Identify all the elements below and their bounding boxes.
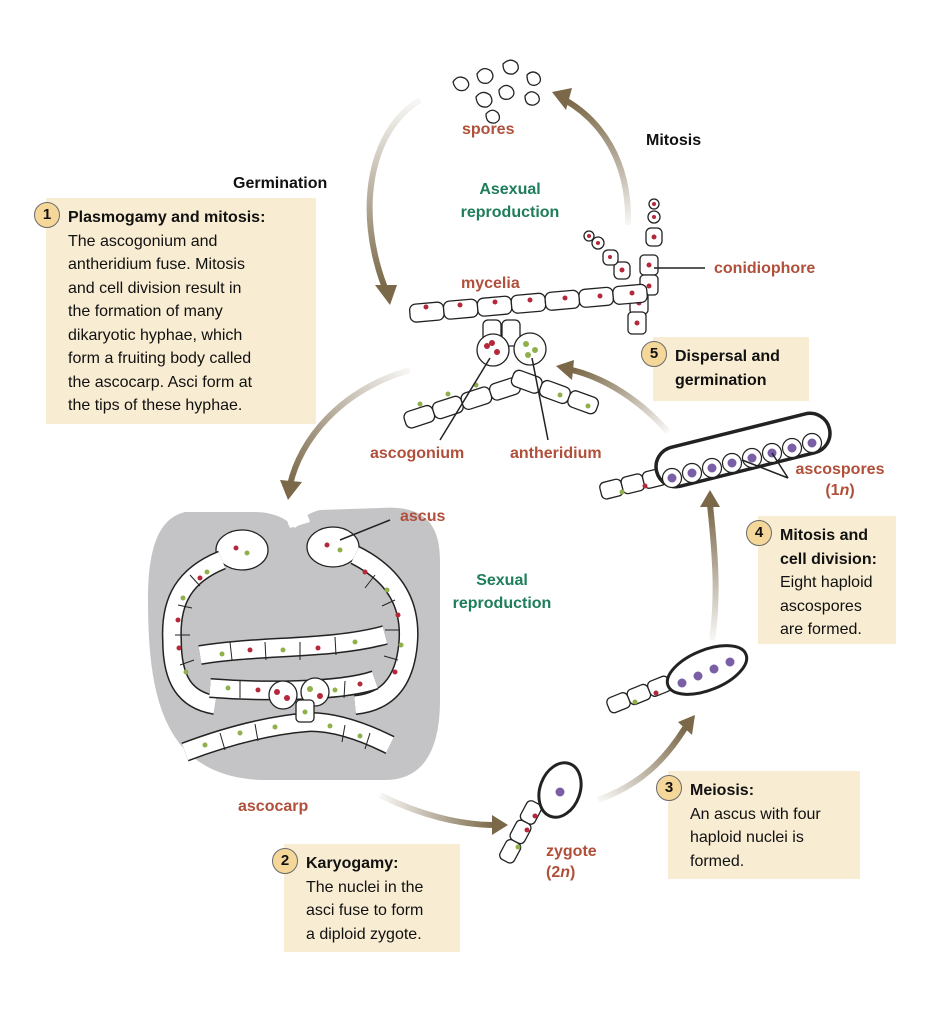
conidiophore-structure xyxy=(583,198,663,335)
ascogonium-cell xyxy=(476,333,510,367)
cycle-arrows xyxy=(280,88,720,835)
antheridium-label: antheridium xyxy=(510,445,602,462)
mycelia-label: mycelia xyxy=(461,275,520,292)
step-2-box: 2 Karyogamy: The nuclei in the asci fuse… xyxy=(272,844,460,952)
step-2-line: The nuclei in the xyxy=(306,878,424,896)
step-1-number: 1 xyxy=(34,202,60,228)
step-4-box: 4 Mitosis and cell division: Eight haplo… xyxy=(746,516,896,644)
step-1-line: dikaryotic hyphae, which xyxy=(68,326,243,344)
asexual-reproduction-label: Asexual reproduction xyxy=(440,178,580,224)
ascogonium-label: ascogonium xyxy=(370,445,465,462)
arrow-to-zygote xyxy=(378,792,496,828)
step-3-box: 3 Meiosis: An ascus with four haploid nu… xyxy=(656,771,860,879)
step-4-title-line: cell division: xyxy=(780,550,877,568)
ascocarp-structure xyxy=(148,507,440,780)
step-1-line: The ascogonium and xyxy=(68,232,218,250)
step-2-line: asci fuse to form xyxy=(306,902,424,919)
step-2-line: a diploid zygote. xyxy=(306,925,422,943)
antheridium-leader xyxy=(531,357,549,441)
step-3-line: haploid nuclei is xyxy=(690,829,804,846)
arrow-to-ascospores-head xyxy=(700,490,720,507)
arrow-dispersal-head xyxy=(556,360,574,380)
step-3-line: formed. xyxy=(690,852,745,870)
step-3-line: An ascus with four xyxy=(690,805,821,823)
ascospores-ploidy-n: n xyxy=(839,482,850,499)
step-1-line: the ascocarp. Asci form at xyxy=(68,373,253,391)
zygote-label-text: zygote xyxy=(546,843,597,860)
step-1-line: and cell division result in xyxy=(68,279,242,297)
step-2-number: 2 xyxy=(272,848,298,874)
arrow-to-meiosis xyxy=(596,726,688,803)
ascospores-label: ascospores (1n) xyxy=(785,459,895,501)
step-1-line: the formation of many xyxy=(68,303,223,320)
step-5-title-line: germination xyxy=(675,371,767,389)
sexual-label-line1: Sexual xyxy=(476,572,528,589)
step-4-number: 4 xyxy=(746,520,772,546)
arrow-dispersal xyxy=(571,367,671,434)
step-3-number: 3 xyxy=(656,775,682,801)
zygote-structure xyxy=(499,761,583,864)
step-5-title-line: Dispersal and xyxy=(675,348,780,365)
step-1-line: antheridium fuse. Mitosis xyxy=(68,256,245,273)
mitosis-label: Mitosis xyxy=(646,132,702,149)
arrow-to-ascocarp xyxy=(287,367,411,486)
step-5-number: 5 xyxy=(641,341,667,367)
zygote-label: zygote (2n) xyxy=(546,841,597,883)
ascogonium-leader xyxy=(439,357,491,441)
zygote-ploidy-close: ) xyxy=(570,864,576,881)
step-4-line: Eight haploid xyxy=(780,574,873,591)
ascus-label: ascus xyxy=(400,508,446,525)
step-2-title: Karyogamy: xyxy=(306,855,399,872)
ascus-left xyxy=(215,529,269,571)
arrow-mitosis-head xyxy=(552,88,572,110)
asexual-label-line1: Asexual xyxy=(479,181,541,198)
conidiophore-label: conidiophore xyxy=(714,260,816,277)
sexual-label-line2: reproduction xyxy=(452,595,552,612)
meiosis-ascus-structure xyxy=(606,644,749,714)
step-4-line: ascospores xyxy=(780,597,862,615)
spores-cluster xyxy=(452,59,542,124)
arrow-to-ascospores xyxy=(707,504,719,641)
ascocarp-label: ascocarp xyxy=(238,798,309,815)
step-1-box: 1 Plasmogamy and mitosis: The ascogonium… xyxy=(34,198,316,424)
arrow-mitosis xyxy=(563,97,632,226)
ascospores-label-text: ascospores xyxy=(795,461,885,478)
step-4-line: are formed. xyxy=(780,621,862,638)
ascus-right xyxy=(306,526,360,568)
zygote-ploidy-open: (2 xyxy=(546,864,561,881)
step-4-title-line: Mitosis and xyxy=(780,527,869,544)
arrow-to-zygote-head xyxy=(492,815,508,835)
sexual-reproduction-label: Sexual reproduction xyxy=(432,569,572,615)
ascospores-leader-2 xyxy=(771,452,789,479)
antheridium-cell xyxy=(513,332,547,366)
ascospores-ploidy-open: (1 xyxy=(825,482,840,499)
ascospores-leader-1 xyxy=(741,459,789,479)
step-1-line: the tips of these hyphae. xyxy=(68,397,243,414)
germination-label: Germination xyxy=(233,175,328,192)
ascus-leader xyxy=(339,519,391,541)
mycelia-structure xyxy=(403,283,648,429)
arrow-germination-head xyxy=(375,285,397,305)
asexual-label-line2: reproduction xyxy=(460,204,560,221)
spores-label: spores xyxy=(462,121,515,138)
arrow-to-meiosis-head xyxy=(678,715,695,735)
step-5-box: 5 Dispersal and germination xyxy=(641,337,809,401)
step-1-title: Plasmogamy and mitosis: xyxy=(68,209,266,226)
arrow-germination xyxy=(366,97,422,290)
step-1-line: form a fruiting body called xyxy=(68,350,252,367)
ascospores-ploidy-close: ) xyxy=(849,482,855,499)
arrow-to-ascocarp-head xyxy=(280,480,302,500)
zygote-ploidy-n: n xyxy=(560,864,571,881)
step-3-title: Meiosis: xyxy=(690,782,755,799)
